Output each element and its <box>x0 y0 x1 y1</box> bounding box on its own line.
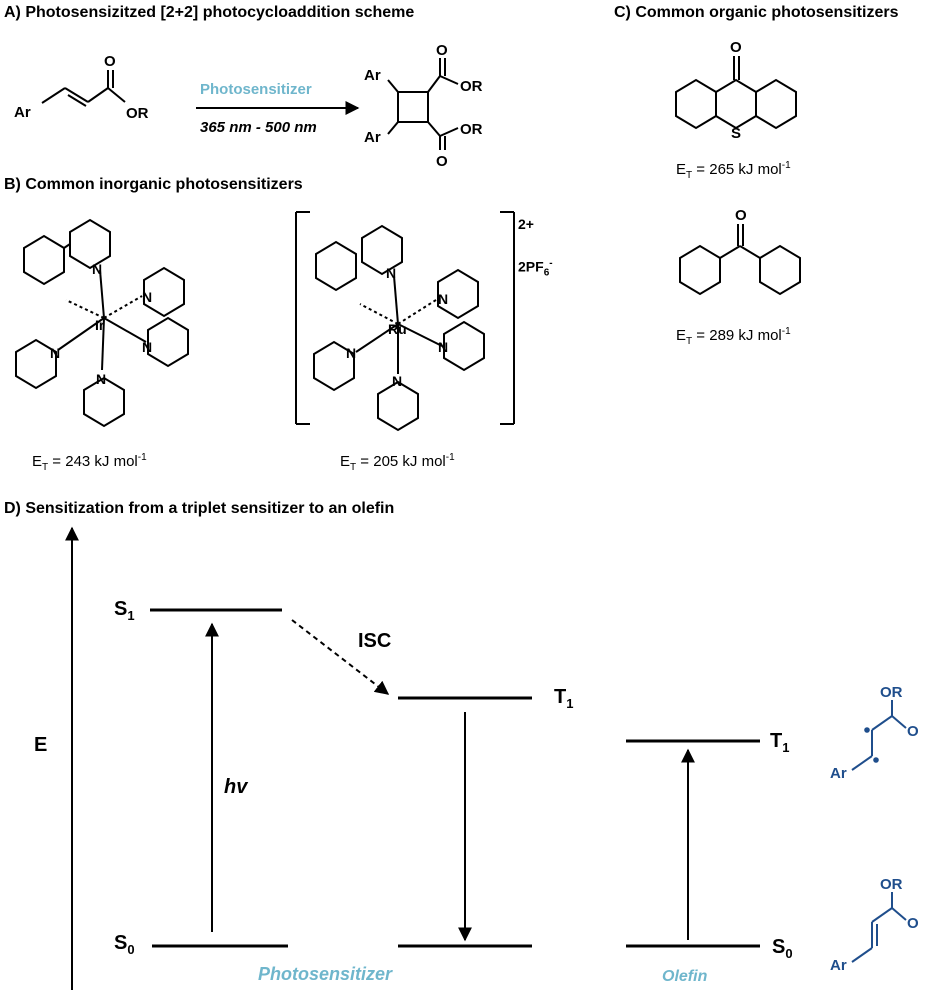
t1-olefin-subscript: 1 <box>782 740 790 755</box>
panel-a-labels: Ar O OR Photosensitizer 365 nm - 500 nm … <box>14 42 483 170</box>
thioxanthone-o: O <box>730 39 742 56</box>
s0-left-symbol: S <box>114 932 128 954</box>
ru-n4: N <box>346 345 356 361</box>
et-subscript: T <box>350 462 357 473</box>
t1-label-sensitizer: T1 <box>554 686 573 711</box>
triplet-struct-or: OR <box>880 684 903 701</box>
t1-sens-symbol: T <box>554 686 567 708</box>
et-symbol: E <box>676 161 687 178</box>
ir-n1: N <box>92 261 102 277</box>
ir-n4: N <box>50 345 60 361</box>
ir-n5: N <box>96 371 106 387</box>
ru-complex-structure <box>295 211 515 432</box>
product-o-bottom: O <box>436 153 448 170</box>
panel-b-heading: B) Common inorganic photosensitizers <box>4 176 303 193</box>
ru-counterion: 2PF6- <box>518 258 553 278</box>
isc-label: ISC <box>358 630 392 652</box>
et-subscript: T <box>686 336 693 347</box>
s0-label-right: S0 <box>772 936 793 961</box>
triplet-struct-o: O <box>907 723 919 740</box>
ir-n2: N <box>142 289 152 305</box>
ground-struct-ar: Ar <box>830 957 847 974</box>
t1-sens-subscript: 1 <box>566 696 574 711</box>
triplet-struct-ar: Ar <box>830 765 847 782</box>
s1-label: S1 <box>114 598 135 623</box>
s1-subscript: 1 <box>127 608 135 623</box>
thioxanthone-s: S <box>731 125 741 142</box>
et-superscript: -1 <box>781 326 791 337</box>
benzophenone-et-value: = 289 kJ mol <box>696 327 782 344</box>
panel-a-scheme <box>41 58 459 150</box>
olefin-structure-labels: OR O Ar OR O Ar <box>830 684 919 974</box>
cinnamate-structure <box>41 70 126 107</box>
ru-metal-label: Ru <box>388 321 407 337</box>
product-ar-bottom: Ar <box>364 129 381 146</box>
benzophenone-o: O <box>735 207 747 224</box>
s0-left-subscript: 0 <box>127 942 135 957</box>
cyclobutane-product <box>387 58 459 150</box>
panel-c-heading: C) Common organic photosensitizers <box>614 4 899 21</box>
et-subscript: T <box>686 170 693 181</box>
ru-n2: N <box>438 291 448 307</box>
ground-struct-or: OR <box>880 876 903 893</box>
cinnamate-o-label: O <box>104 53 116 70</box>
hv-label: hv <box>224 776 248 798</box>
ru-n3: N <box>438 339 448 355</box>
et-symbol: E <box>32 453 43 470</box>
ir-triplet-energy: ET = 243 kJ mol-1 <box>32 452 147 473</box>
thioxanthone-triplet-energy: ET = 265 kJ mol-1 <box>676 160 791 181</box>
panel-a-heading: A) Photosensizitzed [2+2] photocycloaddi… <box>4 4 415 21</box>
ru-triplet-energy: ET = 205 kJ mol-1 <box>340 452 455 473</box>
olefin-caption: Olefin <box>662 968 708 985</box>
ir-n3: N <box>142 339 152 355</box>
product-or-top: OR <box>460 78 483 95</box>
energy-axis-label: E <box>34 734 48 756</box>
benzophenone-structure <box>679 224 801 296</box>
photosensitizer-caption: Photosensitizer <box>258 964 393 984</box>
ir-et-value: = 243 kJ mol <box>52 453 138 470</box>
benzophenone-triplet-energy: ET = 289 kJ mol-1 <box>676 326 791 347</box>
thioxanthone-structure <box>675 56 797 130</box>
product-o-top: O <box>436 42 448 59</box>
et-symbol: E <box>676 327 687 344</box>
olefin-triplet-structure <box>851 700 907 771</box>
s1-symbol: S <box>114 598 128 620</box>
ru-n5: N <box>392 373 402 389</box>
ir-metal-label: Ir <box>95 317 105 333</box>
conditions-label: 365 nm - 500 nm <box>200 119 317 136</box>
ru-n1: N <box>386 265 396 281</box>
et-superscript: -1 <box>137 452 147 463</box>
ru-et-value: = 205 kJ mol <box>360 453 446 470</box>
et-subscript: T <box>42 462 49 473</box>
isc-arrow <box>291 619 390 695</box>
energy-diagram <box>65 526 760 990</box>
t1-label-olefin: T1 <box>770 730 789 755</box>
ru-charge: 2+ <box>518 216 534 232</box>
ir-complex-structure <box>15 218 189 428</box>
counterion-subscript: 6 <box>543 267 550 279</box>
panel-d-heading: D) Sensitization from a triplet sensitiz… <box>4 500 395 517</box>
s0-label-left: S0 <box>114 932 135 957</box>
et-superscript: -1 <box>445 452 455 463</box>
panel-b-atom-labels: Ir Ru N N N N N N N N N N <box>50 261 448 389</box>
s0-right-symbol: S <box>772 936 786 958</box>
et-symbol: E <box>340 453 351 470</box>
thioxanthone-et-value: = 265 kJ mol <box>696 161 782 178</box>
product-or-bottom: OR <box>460 121 483 138</box>
et-superscript: -1 <box>781 160 791 171</box>
olefin-ground-structure <box>851 892 907 963</box>
cinnamate-ar-label: Ar <box>14 104 31 121</box>
cinnamate-or-label: OR <box>126 105 149 122</box>
reagent-label: Photosensitizer <box>200 81 312 98</box>
product-ar-top: Ar <box>364 67 381 84</box>
ground-struct-o: O <box>907 915 919 932</box>
counterion-superscript: - <box>549 258 553 269</box>
t1-olefin-symbol: T <box>770 730 783 752</box>
s0-right-subscript: 0 <box>785 946 793 961</box>
counterion-text: 2PF <box>518 258 544 275</box>
panel-c-atom-labels: O S O <box>730 39 747 224</box>
